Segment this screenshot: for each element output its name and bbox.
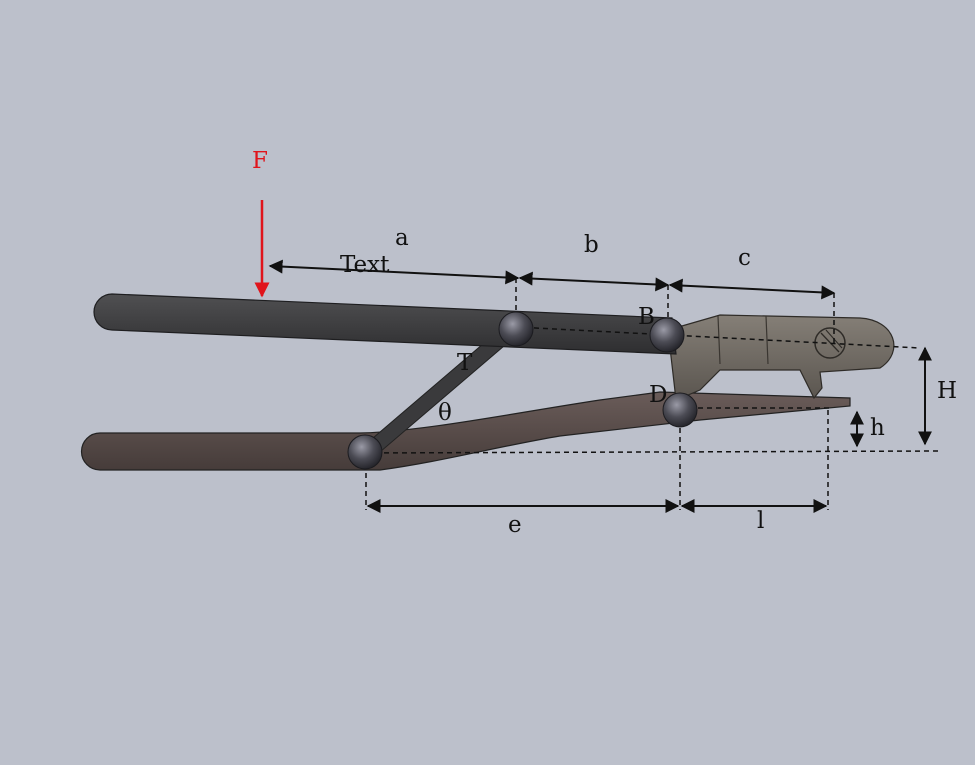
label-H: H xyxy=(937,378,957,404)
upper-lever xyxy=(93,293,677,355)
label-pin-b: B xyxy=(638,304,655,330)
pin-lower-pivot xyxy=(347,434,383,470)
label-l: l xyxy=(757,508,764,534)
label-h: h xyxy=(870,415,885,441)
line-a-b-c-axis xyxy=(515,326,921,349)
dimension-arrow-b xyxy=(518,271,670,292)
line-ground-baseline xyxy=(365,450,941,454)
label-a: a xyxy=(395,225,409,251)
label-e: e xyxy=(508,512,522,538)
label-strut-t: T xyxy=(457,350,473,376)
label-theta: θ xyxy=(438,400,452,426)
label-text: Text xyxy=(340,252,390,278)
label-c: c xyxy=(738,245,751,271)
dimension-arrow-a xyxy=(268,259,520,285)
pin-upper-fulcrum xyxy=(498,311,534,347)
label-b: b xyxy=(584,232,599,258)
lower-lever xyxy=(80,391,851,471)
cutter-jaw xyxy=(667,314,895,401)
dimension-arrow-c xyxy=(668,278,836,300)
label-force: F xyxy=(252,148,268,174)
label-pin-d: D xyxy=(649,382,667,408)
pin-d xyxy=(662,392,698,428)
pin-b xyxy=(649,317,685,353)
